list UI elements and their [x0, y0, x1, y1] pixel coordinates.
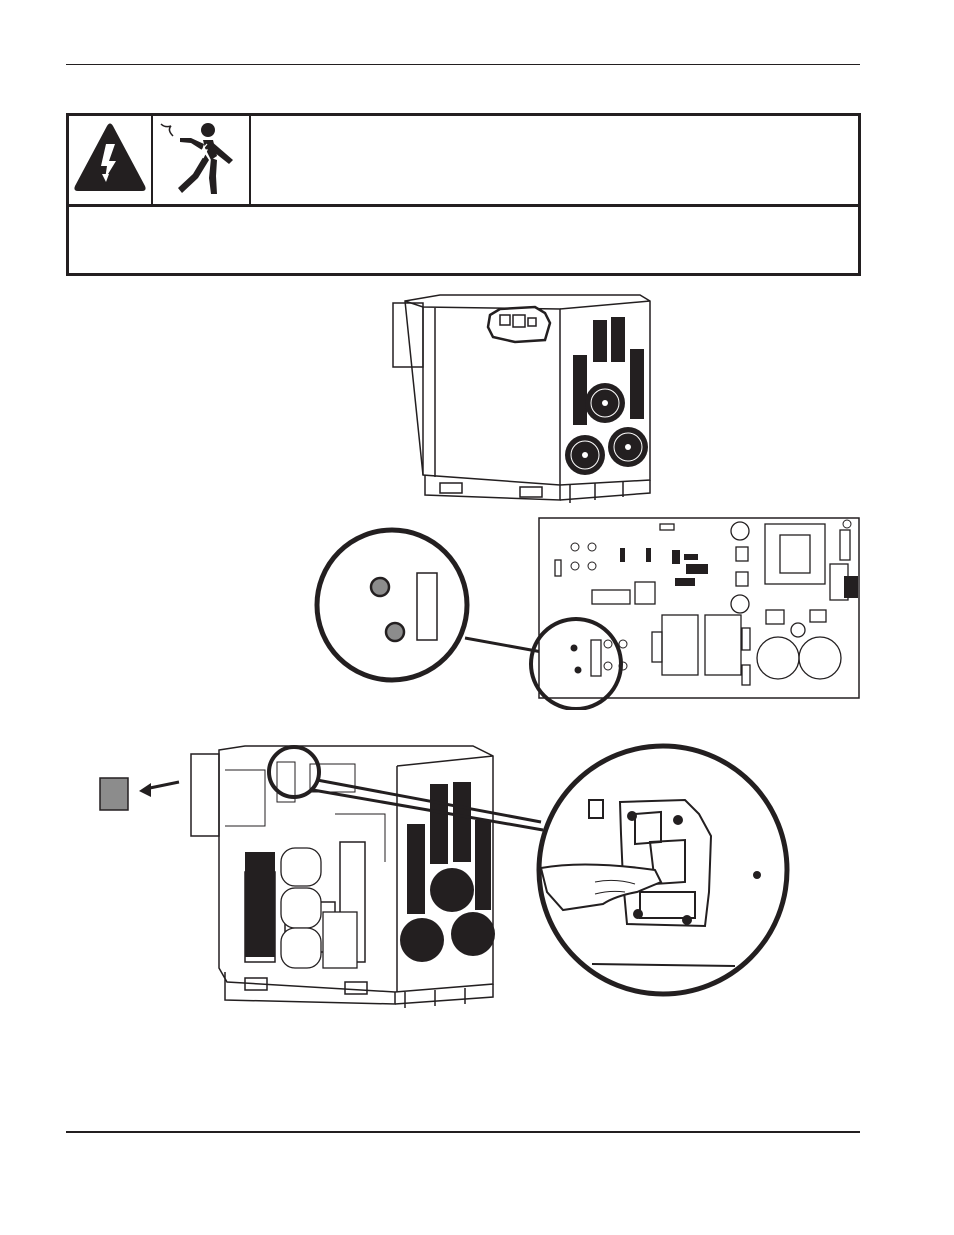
high-voltage-warning-icon — [74, 123, 146, 191]
power-supply-exterior-view — [392, 294, 651, 503]
shock-icon-cell — [153, 116, 251, 204]
header-rule — [66, 64, 860, 65]
warning-divider — [69, 204, 858, 207]
warning-body — [69, 207, 858, 273]
power-supply-open-cabinet-view — [99, 743, 790, 1008]
warning-heading — [251, 116, 858, 204]
electric-shock-hazard-icon — [160, 123, 233, 194]
warning-icon-cell — [69, 116, 153, 204]
control-board-detail-view — [314, 517, 860, 710]
footer-rule — [66, 1131, 860, 1133]
warning-box — [66, 113, 861, 276]
